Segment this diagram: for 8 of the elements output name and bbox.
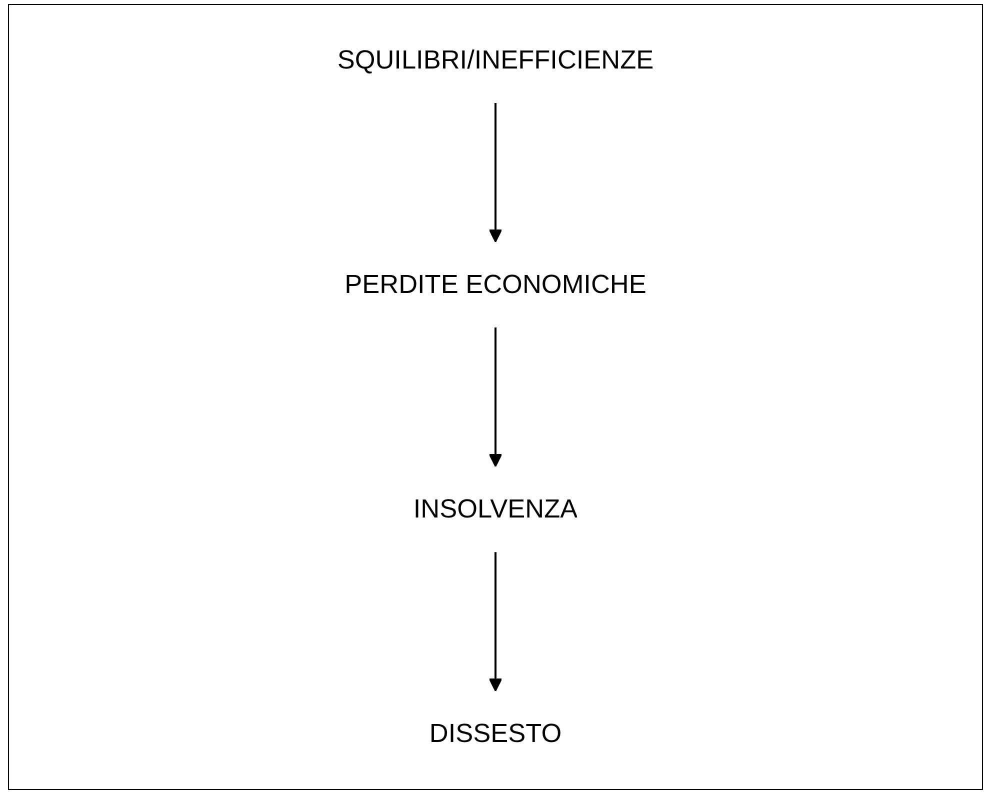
node-text: SQUILIBRI/INEFFICIENZE bbox=[337, 45, 654, 74]
node-text: DISSESTO bbox=[429, 718, 562, 748]
frame-border: SQUILIBRI/INEFFICIENZE PERDITE ECONOMICHE INSOLVENZA DISSESTO bbox=[8, 4, 983, 790]
arrow bbox=[488, 552, 502, 692]
arrow bbox=[488, 328, 502, 468]
node-text: INSOLVENZA bbox=[413, 494, 578, 524]
arrow bbox=[488, 103, 502, 243]
node-text: PERDITE ECONOMICHE bbox=[344, 270, 646, 299]
